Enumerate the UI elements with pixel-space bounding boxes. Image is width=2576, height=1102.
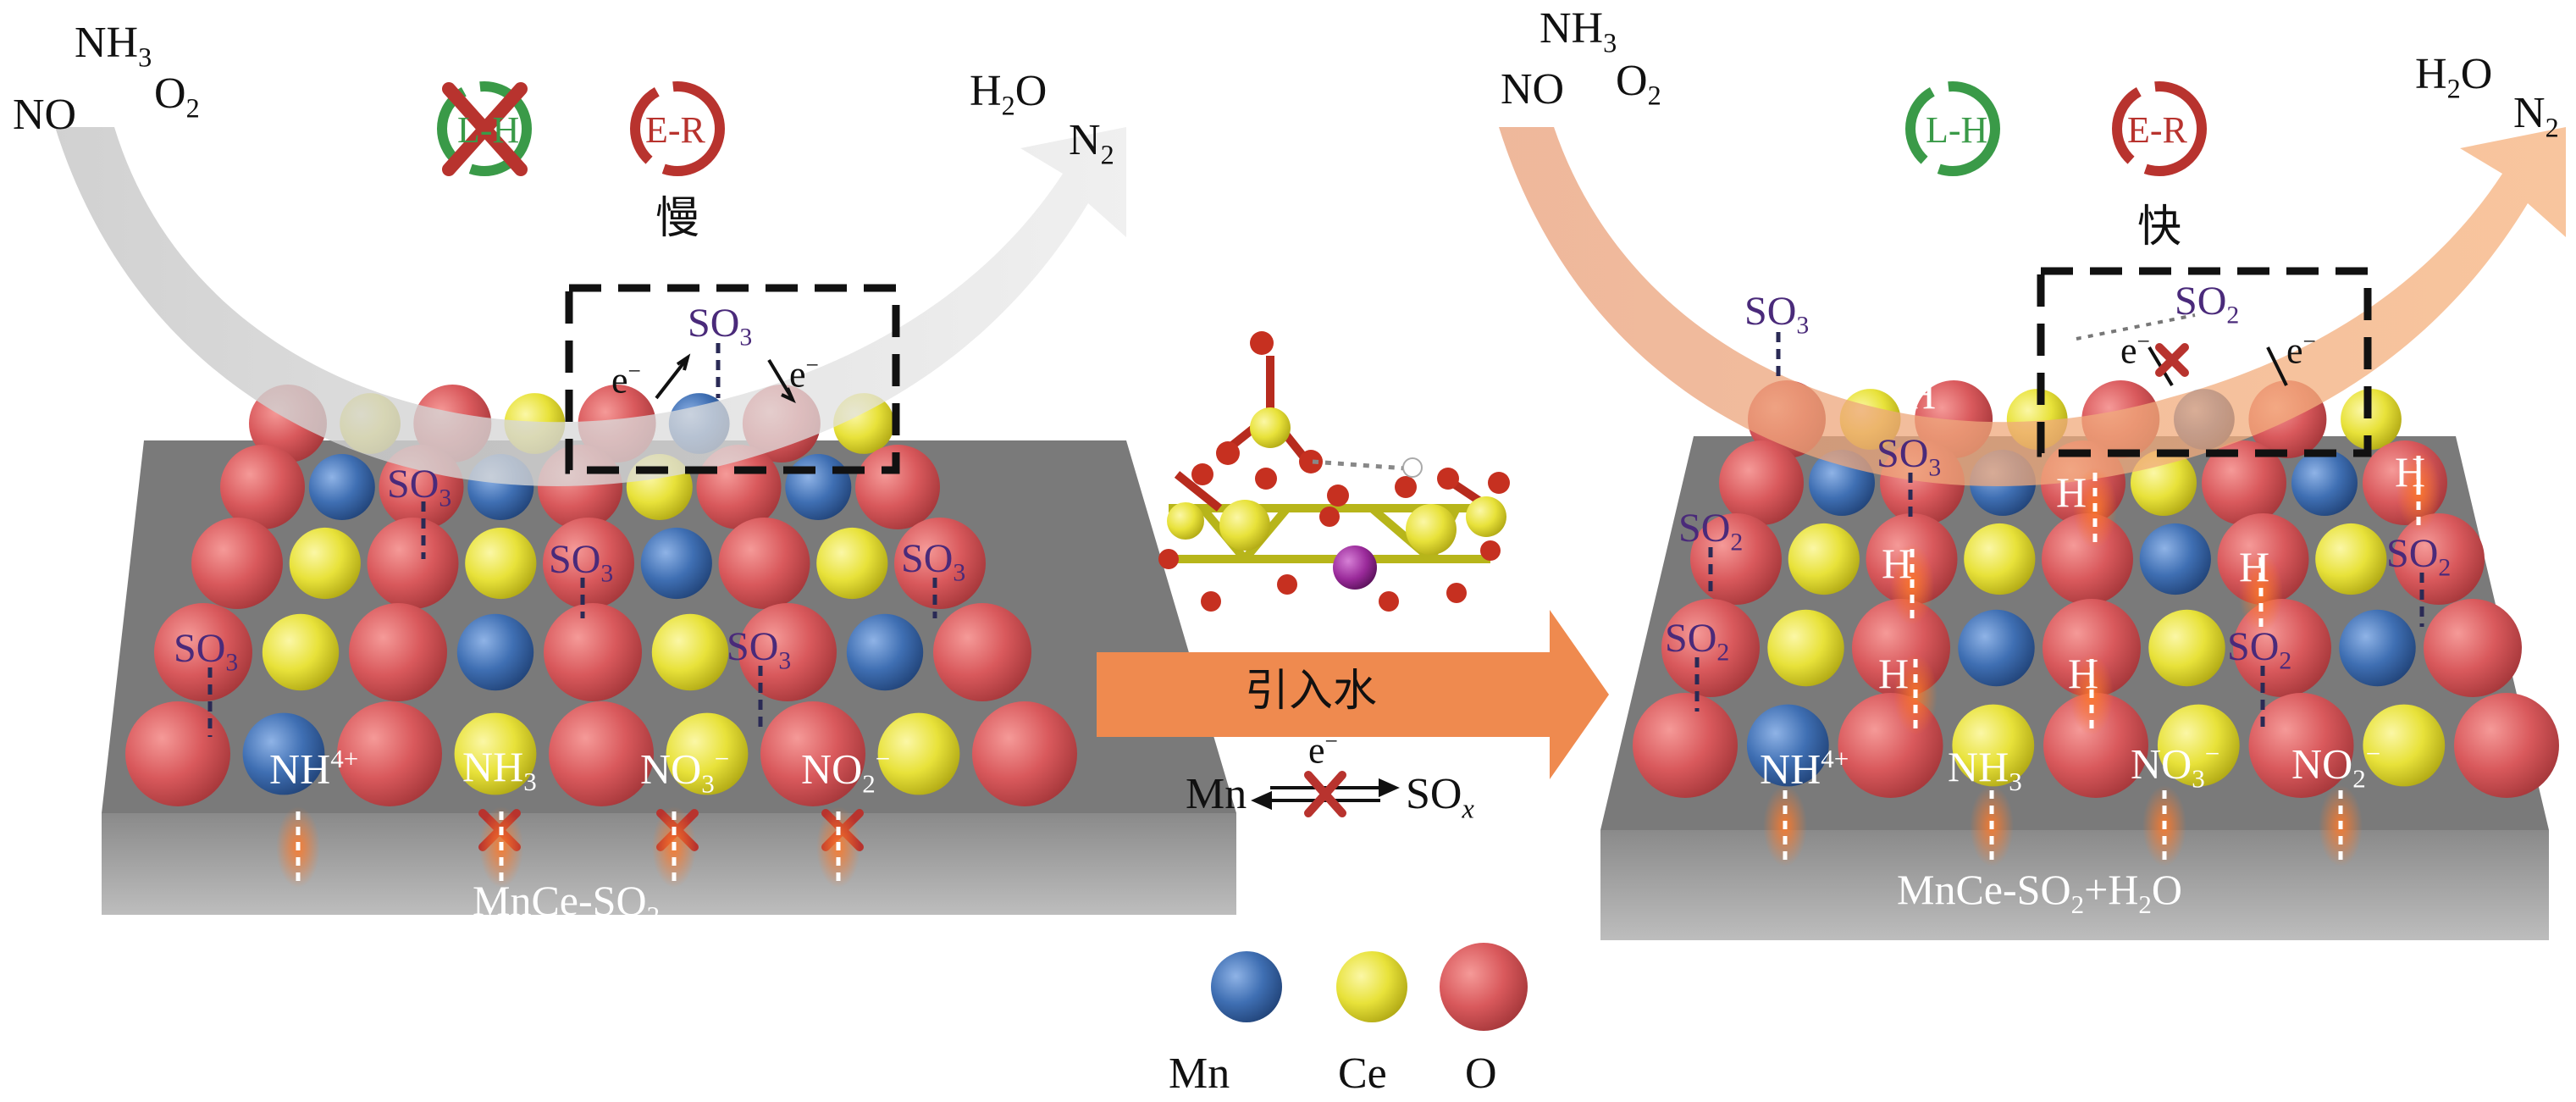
oxygen-atom xyxy=(719,518,810,609)
right-lh-label: L-H xyxy=(1926,112,1987,149)
legend-o-label: O xyxy=(1465,1052,1497,1096)
left-so3-2: SO3 xyxy=(549,540,613,586)
oxygen-atom xyxy=(125,701,230,806)
left-so3-3: SO3 xyxy=(901,539,965,585)
manganese-atom xyxy=(309,454,375,520)
mn-label: Mn xyxy=(1186,773,1247,817)
right-o2-label: O2 xyxy=(1616,59,1661,109)
oxygen-atom xyxy=(933,603,1031,701)
left-no2-label: NO2− xyxy=(801,745,890,796)
right-so2-d: SO2 xyxy=(2227,627,2291,673)
right-so2-b: SO2 xyxy=(1665,618,1729,665)
left-o2-label: O2 xyxy=(154,72,200,122)
manganese-atom xyxy=(785,454,851,520)
right-no-label: NO xyxy=(1501,68,1564,112)
right-no2-label: NO2− xyxy=(2291,740,2380,791)
oxygen-atom xyxy=(220,445,305,529)
oxygen-atom xyxy=(544,603,642,701)
right-h-7: H xyxy=(2395,451,2425,493)
left-n2-label: N2 xyxy=(1069,119,1114,169)
left-so3-4: SO3 xyxy=(174,629,238,675)
oxygen-atom xyxy=(972,701,1077,806)
right-h-6: H xyxy=(2239,545,2269,588)
left-no-label: NO xyxy=(13,93,76,137)
left-flow-arrow xyxy=(55,127,1126,486)
cerium-atom xyxy=(816,528,887,599)
right-h-5: H xyxy=(2068,652,2098,695)
oxygen-atom xyxy=(1633,693,1738,798)
water-introduction-label: 引入水 xyxy=(1245,669,1377,713)
manganese-atom xyxy=(847,614,923,690)
right-so2-c: SO2 xyxy=(2386,534,2451,580)
right-n2-label: N2 xyxy=(2513,91,2559,141)
left-so3-5: SO3 xyxy=(727,627,791,673)
right-er-label: E-R xyxy=(2127,112,2187,149)
manganese-atom xyxy=(457,614,533,690)
right-box-h: H xyxy=(2059,313,2090,356)
left-lh-label: L-H xyxy=(457,112,519,149)
left-box-e1: e− xyxy=(611,360,641,399)
right-so2-a: SO2 xyxy=(1678,508,1743,555)
sox-label: SOx xyxy=(1406,773,1474,822)
right-so3-top: SO3 xyxy=(1744,291,1809,338)
cerium-atom xyxy=(263,614,339,690)
oxygen-atom xyxy=(349,603,447,701)
cerium-atom xyxy=(1964,523,2035,595)
right-box-e1: e− xyxy=(2120,330,2150,369)
oxygen-atom xyxy=(549,701,654,806)
blocked-transfer-cross-icon xyxy=(1308,775,1342,813)
legend-ce-label: Ce xyxy=(1338,1052,1387,1096)
right-h-4: H xyxy=(2056,471,2087,513)
manganese-atom xyxy=(2339,610,2415,686)
left-sample-label: MnCe-SO2 xyxy=(473,879,660,928)
manganese-atom xyxy=(641,528,712,599)
right-nh3-species: NH3 xyxy=(1948,745,2022,795)
legend-o-sphere xyxy=(1440,943,1528,1031)
left-h2o-label: H2O xyxy=(970,69,1047,119)
left-box-so3: SO3 xyxy=(688,303,752,350)
oxygen-atom xyxy=(191,518,283,609)
right-nh4-label: NH4+ xyxy=(1760,745,1849,790)
oxygen-atom xyxy=(2454,693,2559,798)
electron-label: e− xyxy=(1308,730,1338,769)
legend-mn-sphere xyxy=(1211,951,1282,1022)
legend-mn-label: Mn xyxy=(1169,1052,1230,1096)
oxygen-atom xyxy=(368,518,459,609)
left-so3-1: SO3 xyxy=(387,464,451,511)
right-h-1: H xyxy=(1905,373,1936,415)
cerium-atom xyxy=(290,528,361,599)
legend-ce-sphere xyxy=(1336,951,1407,1022)
cerium-atom xyxy=(2315,523,2386,595)
right-h-2: H xyxy=(1882,542,1912,584)
right-flow-arrow xyxy=(1499,127,2566,486)
left-er-label: E-R xyxy=(645,112,705,149)
manganese-atom xyxy=(2140,523,2211,595)
manganese-atom xyxy=(1958,610,2034,686)
right-so3-mid: SO3 xyxy=(1877,434,1941,480)
left-nh3-species: NH3 xyxy=(462,745,537,795)
cerium-atom xyxy=(465,528,536,599)
right-no3-label: NO3− xyxy=(2131,740,2219,791)
left-no3-label: NO3− xyxy=(640,745,729,796)
right-box-so2: SO2 xyxy=(2175,281,2239,328)
left-rate-label: 慢 xyxy=(655,197,699,241)
cerium-atom xyxy=(652,614,728,690)
cerium-atom xyxy=(1767,610,1844,686)
left-nh4-label: NH4+ xyxy=(269,745,358,790)
right-rate-label: 快 xyxy=(2137,205,2181,249)
oxygen-atom xyxy=(2424,599,2522,697)
manganese-atom xyxy=(2291,450,2358,516)
right-box-e2: e− xyxy=(2286,330,2316,369)
right-h2o-label: H2O xyxy=(2415,53,2492,102)
molecular-model xyxy=(1158,331,1510,612)
right-nh3-label: NH3 xyxy=(1540,7,1617,57)
cerium-atom xyxy=(2148,610,2225,686)
right-sample-label: MnCe-SO2+H2O xyxy=(1897,868,2182,917)
left-box-e2: e− xyxy=(789,354,819,393)
left-nh3-label: NH3 xyxy=(75,21,152,71)
right-h-3: H xyxy=(1878,652,1909,695)
cerium-atom xyxy=(1788,523,1860,595)
